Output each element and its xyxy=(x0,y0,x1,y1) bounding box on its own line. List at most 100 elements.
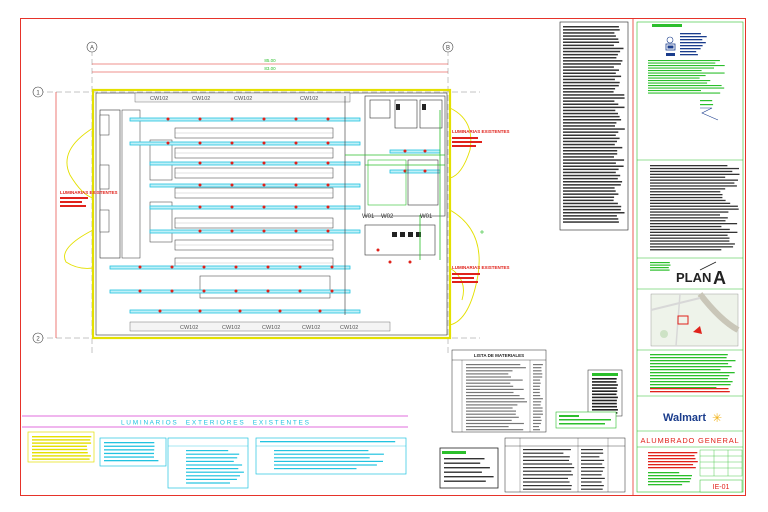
illegible-text-line xyxy=(563,44,614,47)
illegible-text-line xyxy=(648,77,700,79)
illegible-text-line xyxy=(648,85,722,87)
illegible-text-line xyxy=(563,199,614,202)
illegible-text-line xyxy=(186,482,230,484)
illegible-text-line xyxy=(581,459,605,461)
illegible-text-line xyxy=(563,69,619,71)
illegible-text-line xyxy=(274,468,357,470)
illegible-text-line xyxy=(533,404,541,406)
illegible-text-line xyxy=(523,474,573,476)
illegible-text-line xyxy=(466,401,527,403)
illegible-text-line xyxy=(186,460,234,462)
illegible-text-line xyxy=(563,215,617,217)
exterior-luminaires-section: L U M I N A R I O S E X T E R I O R E S … xyxy=(22,415,408,489)
illegible-text-line xyxy=(32,452,88,454)
illegible-text-line xyxy=(581,470,603,472)
axis-1-label: 1 xyxy=(36,91,40,97)
illegible-text-line xyxy=(650,249,722,251)
illegible-text-line xyxy=(444,480,486,482)
illegible-text-line xyxy=(648,65,725,67)
illegible-text-line xyxy=(563,221,619,223)
illegible-text-line xyxy=(533,395,541,397)
illegible-text-line xyxy=(466,413,516,415)
materials-table: LISTA DE MATERIALES xyxy=(451,349,547,433)
illegible-text-line xyxy=(650,243,735,245)
illegible-text-line xyxy=(466,416,519,418)
grid-axis-bubble-a: A xyxy=(86,41,98,53)
illegible-text-line xyxy=(466,370,513,372)
illegible-text-line xyxy=(648,481,690,483)
illegible-text-line xyxy=(523,456,570,458)
svg-text:CW102: CW102 xyxy=(300,96,318,102)
illegible-text-line xyxy=(533,398,543,400)
walmart-logo: Walmart ✳ xyxy=(663,411,722,425)
green-circuits xyxy=(345,110,445,260)
illegible-text-line xyxy=(563,187,615,189)
illegible-text-line xyxy=(523,449,571,451)
illegible-text-line xyxy=(563,66,614,68)
illegible-text-line xyxy=(466,429,524,431)
illegible-text-line xyxy=(563,165,624,167)
illegible-text-line xyxy=(466,379,523,381)
symbols-legend xyxy=(652,24,682,56)
illegible-text-line xyxy=(274,464,377,466)
green-note-box xyxy=(555,411,617,429)
illegible-text-line xyxy=(563,115,620,118)
illegible-text-line xyxy=(680,45,703,47)
illegible-text-line xyxy=(32,439,91,441)
illegible-text-line xyxy=(523,481,570,483)
illegible-text-line xyxy=(650,205,738,207)
back-room-area xyxy=(344,95,446,315)
illegible-text-line xyxy=(648,478,692,480)
illegible-text-line xyxy=(650,366,732,368)
illegible-text-line xyxy=(533,407,543,409)
svg-text:LUMINARIAS EXISTENTES: LUMINARIAS EXISTENTES xyxy=(60,190,118,195)
illegible-text-line xyxy=(650,237,730,239)
illegible-text-line xyxy=(533,388,540,390)
illegible-text-line xyxy=(581,467,605,469)
illegible-text-line xyxy=(650,360,736,362)
illegible-text-line xyxy=(533,370,542,372)
illegible-text-line xyxy=(563,177,618,180)
illegible-text-line xyxy=(650,228,730,231)
illegible-text-line xyxy=(523,477,568,479)
illegible-text-line xyxy=(533,429,540,431)
illegible-text-line xyxy=(563,38,619,40)
illegible-text-line xyxy=(592,393,617,396)
dimension-inner: 83.00 xyxy=(92,66,448,73)
illegible-text-line xyxy=(592,387,617,389)
location-map xyxy=(650,292,740,347)
illegible-text-line xyxy=(523,459,569,461)
illegible-text-line xyxy=(563,143,615,146)
illegible-text-line xyxy=(648,472,680,474)
illegible-text-line xyxy=(466,385,514,387)
illegible-text-line xyxy=(563,41,620,43)
illegible-text-line xyxy=(104,445,155,447)
illegible-text-line xyxy=(648,458,696,460)
illegible-text-line xyxy=(648,452,698,454)
illegible-text-line xyxy=(650,182,735,184)
grid-axis-bubble-2: 2 xyxy=(32,332,44,344)
svg-text:CW102: CW102 xyxy=(262,325,280,331)
illegible-text-line xyxy=(650,262,670,264)
illegible-text-line xyxy=(563,181,623,183)
dimension-overall: 85.00 xyxy=(92,58,448,65)
illegible-text-line xyxy=(466,391,514,394)
illegible-text-line xyxy=(650,372,735,374)
illegible-text-line xyxy=(523,452,564,454)
illegible-text-line xyxy=(563,156,614,158)
illegible-text-line xyxy=(648,75,706,77)
illegible-text-line xyxy=(648,72,725,74)
svg-text:CW102: CW102 xyxy=(150,96,168,102)
window-labels-bottom: CW102 CW102 CW102 CW102 CW102 xyxy=(180,325,358,331)
illegible-text-line xyxy=(581,485,604,487)
title-block xyxy=(636,21,744,493)
illegible-text-line xyxy=(650,188,726,190)
illegible-text-line xyxy=(563,137,620,140)
illegible-text-line xyxy=(650,167,739,170)
illegible-text-line xyxy=(104,442,155,444)
sheet-title: ALUMBRADO GENERAL xyxy=(640,436,739,445)
illegible-text-line xyxy=(533,367,542,369)
illegible-text-line xyxy=(563,78,615,81)
note-existing-lights-top-right: LUMINARIAS EXISTENTES xyxy=(452,129,510,147)
shelving-rows xyxy=(149,127,334,299)
